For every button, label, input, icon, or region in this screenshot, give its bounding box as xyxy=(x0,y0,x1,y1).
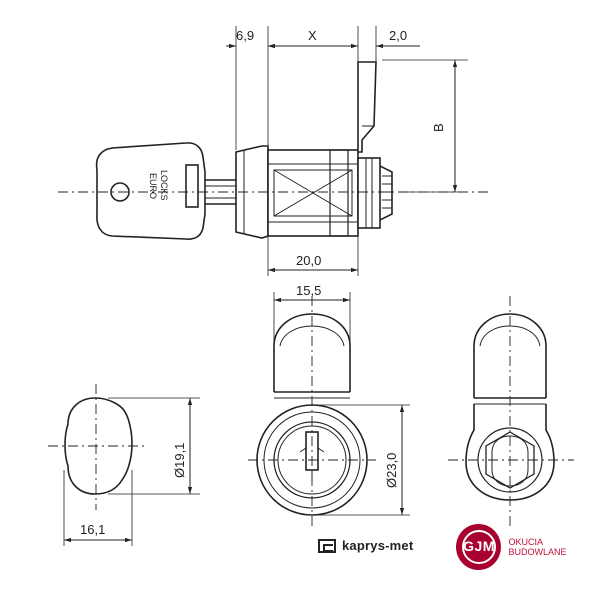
side-view xyxy=(95,61,393,240)
key-text-locks: LOCKS xyxy=(159,170,169,201)
kaprys-met-name: kaprys-met xyxy=(342,538,414,553)
key-slot xyxy=(185,164,199,208)
gjm-initials: GJM xyxy=(463,538,495,554)
dim-16-1: 16,1 xyxy=(80,522,105,537)
kaprys-met-logo: kaprys-met xyxy=(318,538,413,553)
key-hole xyxy=(110,182,130,202)
key-text-euro: EURO xyxy=(148,173,158,199)
dim-b: B xyxy=(431,123,446,132)
dim-20-0: 20,0 xyxy=(296,253,321,268)
dim-15-5: 15,5 xyxy=(296,283,321,298)
lock-nut xyxy=(357,157,381,229)
gjm-badge-icon: GJM xyxy=(456,524,501,570)
dim-2-0: 2,0 xyxy=(389,28,407,43)
dim-23-0: Ø23,0 xyxy=(384,453,399,488)
cam-end-view xyxy=(64,397,133,495)
dim-19-1: Ø19,1 xyxy=(172,443,187,478)
dim-6-9: 6,9 xyxy=(236,28,254,43)
key-head xyxy=(95,142,206,240)
gjm-tagline: OKUCIA BUDOWLANE xyxy=(508,537,567,557)
dim-x: X xyxy=(308,28,317,43)
gjm-logo: GJM OKUCIA BUDOWLANE xyxy=(456,524,600,570)
kaprys-met-mark-icon xyxy=(318,538,336,553)
cam xyxy=(357,61,377,153)
